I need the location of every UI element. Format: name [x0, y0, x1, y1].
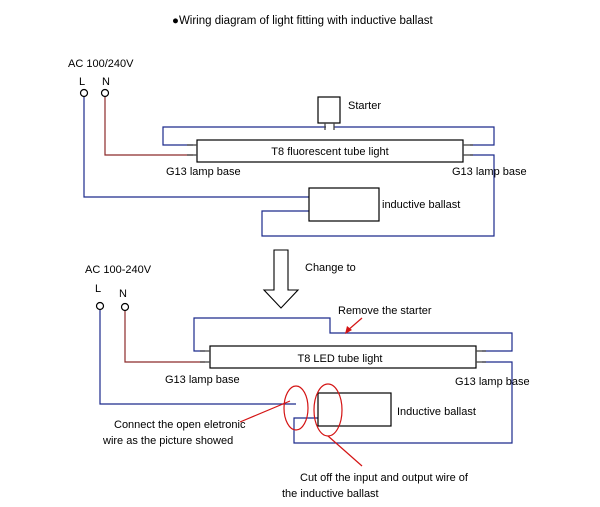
top-n-label: N — [102, 76, 110, 88]
bottom-l-label: L — [95, 283, 101, 295]
cut-note-line1: Cut off the input and output wire of — [300, 472, 469, 484]
bottom-diagram: AC 100-240V L N T8 LED tube light G13 la… — [85, 264, 530, 500]
top-fluorescent-tube — [196, 139, 464, 163]
bottom-n-terminal — [120, 302, 130, 312]
open-wire-highlight — [283, 385, 309, 431]
red-arrowhead-icon — [345, 326, 352, 334]
top-ballast-return-wire — [261, 154, 495, 237]
top-inductive-ballast — [308, 187, 380, 222]
top-diagram: AC 100/240V L N Starter T8 fluorescent t… — [68, 58, 527, 237]
top-starter-label: Starter — [348, 100, 381, 112]
bottom-l-terminal — [95, 301, 105, 311]
bottom-live-wire — [99, 310, 296, 405]
change-to-label: Change to — [305, 262, 356, 274]
bottom-inductive-ballast — [317, 392, 392, 427]
bottom-n-label: N — [119, 288, 127, 300]
connect-note-line1: Connect the open eletronic — [114, 419, 246, 431]
bottom-lamp-base-right: G13 lamp base — [455, 376, 530, 388]
top-l-terminal — [79, 88, 89, 98]
top-live-wire — [83, 97, 309, 198]
diagram-title: ●Wiring diagram of light fitting with in… — [172, 15, 434, 27]
top-starter-right-wire — [334, 126, 495, 146]
connect-note-line2: wire as the picture showed — [102, 435, 233, 447]
bottom-bridged-starter-wire — [193, 317, 513, 352]
top-lamp-base-left: G13 lamp base — [166, 166, 241, 178]
top-neutral-wire — [104, 97, 193, 156]
bottom-ballast-label: Inductive ballast — [397, 406, 476, 418]
top-l-label: L — [79, 76, 85, 88]
top-starter-left-wire — [162, 126, 326, 146]
change-arrow: Change to — [262, 249, 356, 309]
bottom-return-wire — [293, 361, 513, 444]
top-lamp-base-right: G13 lamp base — [452, 166, 527, 178]
top-ballast-label: inductive ballast — [382, 199, 460, 211]
top-n-terminal — [100, 88, 110, 98]
bottom-tube-label: T8 LED tube light — [298, 353, 383, 365]
cut-note-line2: the inductive ballast — [282, 488, 379, 500]
cut-note-pointer — [327, 435, 363, 467]
bottom-led-tube — [209, 345, 477, 369]
down-arrow-icon — [262, 249, 300, 309]
remove-starter-label: Remove the starter — [338, 305, 432, 317]
top-tube-label: T8 fluorescent tube light — [271, 146, 388, 158]
top-supply-label: AC 100/240V — [68, 58, 134, 70]
bottom-neutral-wire — [124, 311, 205, 363]
bottom-lamp-base-left: G13 lamp base — [165, 374, 240, 386]
top-starter — [317, 96, 341, 124]
connect-note-pointer — [239, 400, 291, 423]
bottom-supply-label: AC 100-240V — [85, 264, 152, 276]
